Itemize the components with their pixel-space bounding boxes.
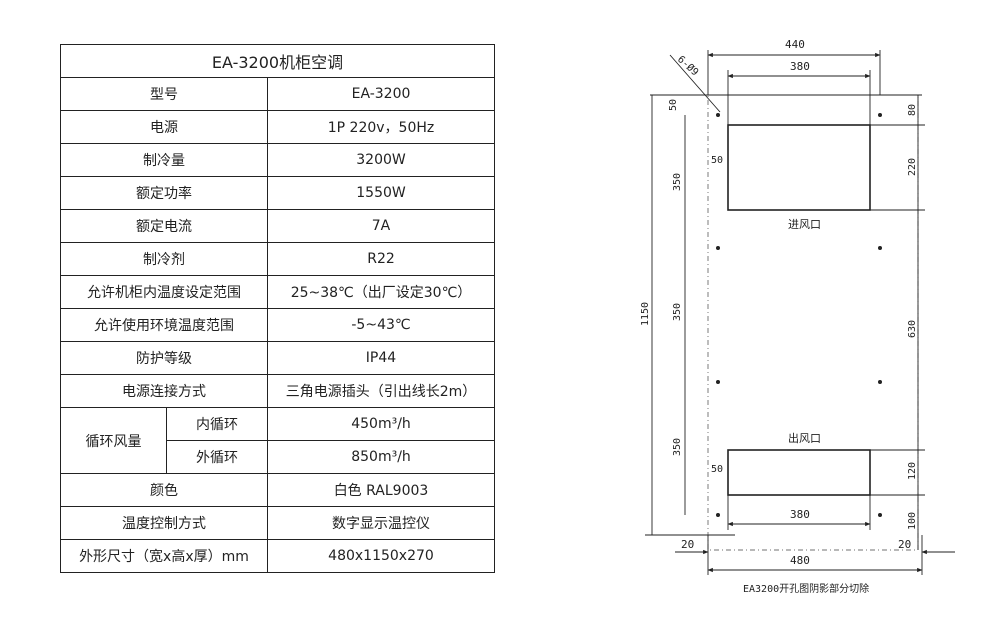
cabinet-outline [707,94,919,551]
airflow-label: 循环风量 [60,407,167,474]
dim-inner-width-bottom: 380 [790,508,810,521]
outer-circulation-value: 850m³/h [267,440,495,474]
table-title: EA-3200机柜空调 [60,44,495,78]
outlet-cutout [727,449,871,496]
dim-bottom-20-left: 20 [681,538,694,551]
spec-label: 温度控制方式 [60,506,268,540]
dim-inner-width-top: 380 [790,60,810,73]
spec-value: 白色 RAL9003 [267,473,495,507]
inlet-label: 进风口 [788,218,821,231]
dim-left-350-a: 350 [672,173,683,191]
spec-label: 颜色 [60,473,268,507]
spec-label: 允许机柜内温度设定范围 [60,275,268,309]
outer-circulation-label: 外循环 [166,440,268,474]
inner-circulation-label: 内循环 [166,407,268,441]
table-row: 允许使用环境温度范围-5~43℃ [60,308,495,342]
spec-value: 7A [267,209,495,243]
dim-bottom-width: 480 [790,554,810,567]
spec-value: EA-3200 [267,77,495,111]
spec-value: -5~43℃ [267,308,495,342]
dim-offset-50-c: 50 [711,464,723,475]
inlet-cutout [727,124,871,211]
spec-value: 3200W [267,143,495,177]
spec-value: 480x1150x270 [267,539,495,573]
dim-offset-50-b: 50 [711,155,723,166]
spec-label: 防护等级 [60,341,268,375]
dim-right-100: 100 [907,512,918,530]
spec-label: 制冷量 [60,143,268,177]
spec-label: 额定电流 [60,209,268,243]
table-row: 电源连接方式三角电源插头（引出线长2m） [60,374,495,408]
spec-value: 25~38℃（出厂设定30℃） [267,275,495,309]
dim-total-height: 1150 [640,302,651,326]
spec-value: 数字显示温控仪 [267,506,495,540]
dim-bottom-20-right: 20 [898,538,911,551]
table-row: 颜色白色 RAL9003 [60,473,495,507]
spec-label: 电源连接方式 [60,374,268,408]
dim-right-630: 630 [907,320,918,338]
spec-value: 1P 220v，50Hz [267,110,495,144]
spec-label: 型号 [60,77,268,111]
cutout-drawing: 440 380 6-Ø9 进风口 出风口 50 50 50 80 220 630… [640,38,955,595]
spec-label: 制冷剂 [60,242,268,276]
spec-value: 1550W [267,176,495,210]
dim-right-120: 120 [907,462,918,480]
dim-left-350-b: 350 [672,303,683,321]
drawing-caption: EA3200开孔图阴影部分切除 [743,582,869,595]
inner-circulation-value: 450m³/h [267,407,495,441]
spec-value: 三角电源插头（引出线长2m） [267,374,495,408]
dim-right-220: 220 [907,158,918,176]
mounting-holes [716,113,882,517]
spec-label: 允许使用环境温度范围 [60,308,268,342]
spec-label: 电源 [60,110,268,144]
dim-left-350-c: 350 [672,438,683,456]
spec-label: 外形尺寸（宽x高x厚）mm [60,539,268,573]
outlet-label: 出风口 [788,431,821,445]
table-row: 温度控制方式数字显示温控仪 [60,506,495,540]
spec-value: R22 [267,242,495,276]
spec-value: IP44 [267,341,495,375]
dim-offset-50-a: 50 [668,99,679,111]
hole-spec: 6-Ø9 [675,53,701,78]
dim-right-80: 80 [907,104,918,116]
spec-label: 额定功率 [60,176,268,210]
dim-top-width: 440 [785,38,805,51]
table-title-row: EA-3200机柜空调 [60,44,495,78]
